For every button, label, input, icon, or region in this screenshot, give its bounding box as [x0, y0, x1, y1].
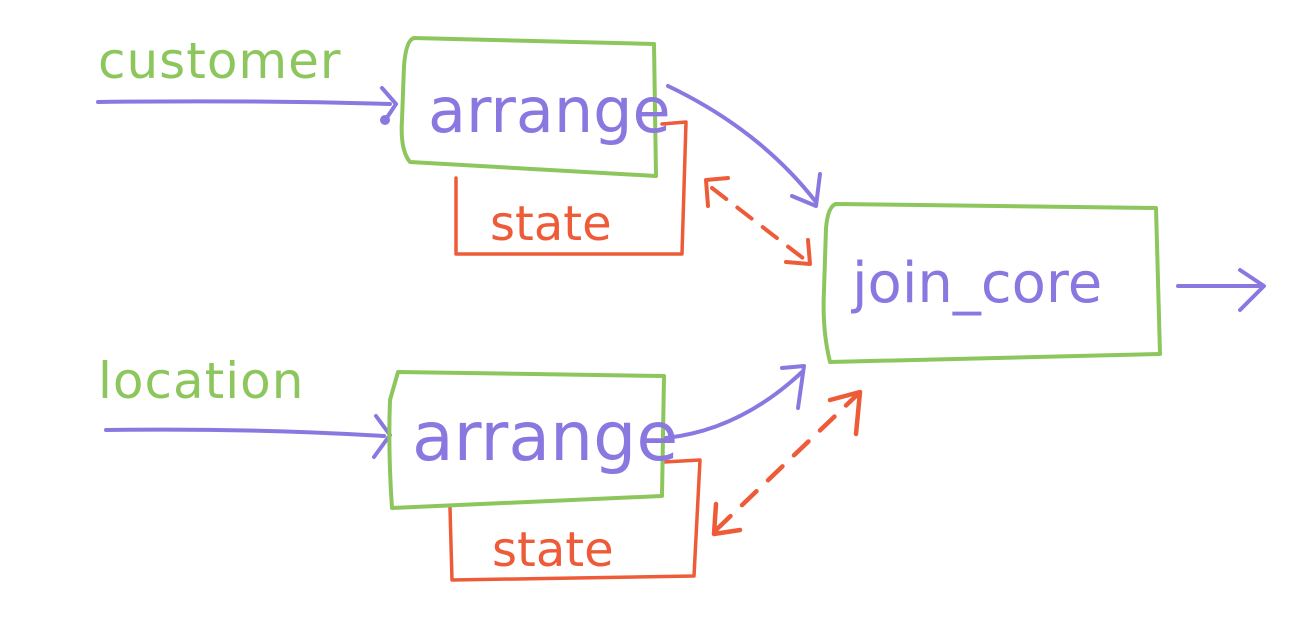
edge-arrange-top-to-join	[666, 84, 822, 208]
state-box-top: state	[454, 120, 688, 256]
join-core-label: join_core	[850, 251, 1102, 316]
arrange-box-top: arrange	[399, 36, 671, 178]
state-label-top: state	[490, 196, 612, 252]
state-link-top	[704, 176, 812, 266]
state-box-bottom: state	[448, 458, 702, 582]
input-arrow-customer	[96, 86, 398, 125]
arrange-label-top: arrange	[428, 74, 671, 147]
state-link-bottom	[711, 389, 863, 537]
input-label-location: location	[98, 352, 304, 410]
input-arrow-location	[104, 414, 392, 459]
input-label-customer: customer	[98, 32, 341, 90]
arrange-label-bottom: arrange	[412, 398, 678, 477]
edge-arrange-bottom-to-join	[664, 364, 806, 440]
arrange-box-bottom: arrange	[387, 370, 678, 510]
join-core-box: join_core	[821, 202, 1162, 364]
output-arrow	[1176, 268, 1266, 312]
state-label-bottom: state	[492, 522, 614, 578]
